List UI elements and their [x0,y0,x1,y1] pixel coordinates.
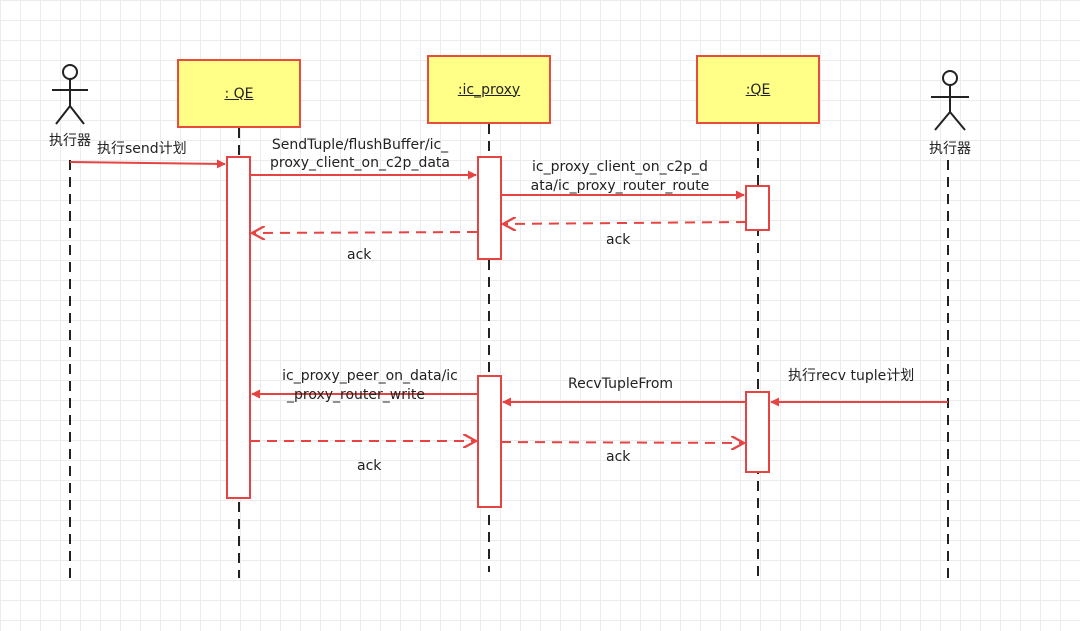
message-peer-on-data-line1: ic_proxy_peer_on_data/ic [282,368,458,384]
message-client-on-c2p-line2: ata/ic_proxy_router_route [530,178,710,194]
message-ack-4: ack [606,449,631,465]
actor-left-label: 执行器 [49,133,91,149]
message-ack-1: ack [347,247,372,263]
participant-ic-proxy-label: :ic_proxy [457,81,521,98]
arrow-ack-proxy-to-qe [252,232,478,233]
arrow-ack-right-to-proxy [503,222,747,224]
participant-qe-left-label: : QE [224,85,254,102]
actor-right-icon [931,70,969,131]
activation-qe-left [226,156,251,499]
activation-ic-proxy-2 [477,375,502,508]
arrow-send-plan [69,159,226,169]
message-sendtuple-line2: proxy_client_on_c2p_data [270,155,450,171]
activation-qe-right-1 [745,185,770,231]
message-sendtuple-line1: SendTuple/flushBuffer/ic_ [271,137,449,153]
participant-qe-right: :QE [696,55,820,124]
message-client-on-c2p-line1: ic_proxy_client_on_c2p_d [532,159,708,175]
activation-ic-proxy-1 [477,156,502,260]
participant-ic-proxy: :ic_proxy [427,55,551,124]
message-send-plan: 执行send计划 [97,141,187,157]
message-ack-2: ack [606,232,631,248]
actor-left-icon [52,64,88,125]
message-recv-plan: 执行recv tuple计划 [788,368,915,384]
participant-qe-left: : QE [177,59,301,128]
actor-right-label: 执行器 [929,141,971,157]
message-ack-3: ack [357,458,382,474]
participant-qe-right-label: :QE [745,81,771,98]
message-recvtuplefrom: RecvTupleFrom [568,376,674,392]
activation-qe-right-2 [745,391,770,473]
arrow-ack-proxy-to-qe-right [500,442,744,443]
message-peer-on-data-line2: _proxy_router_write [287,387,425,403]
